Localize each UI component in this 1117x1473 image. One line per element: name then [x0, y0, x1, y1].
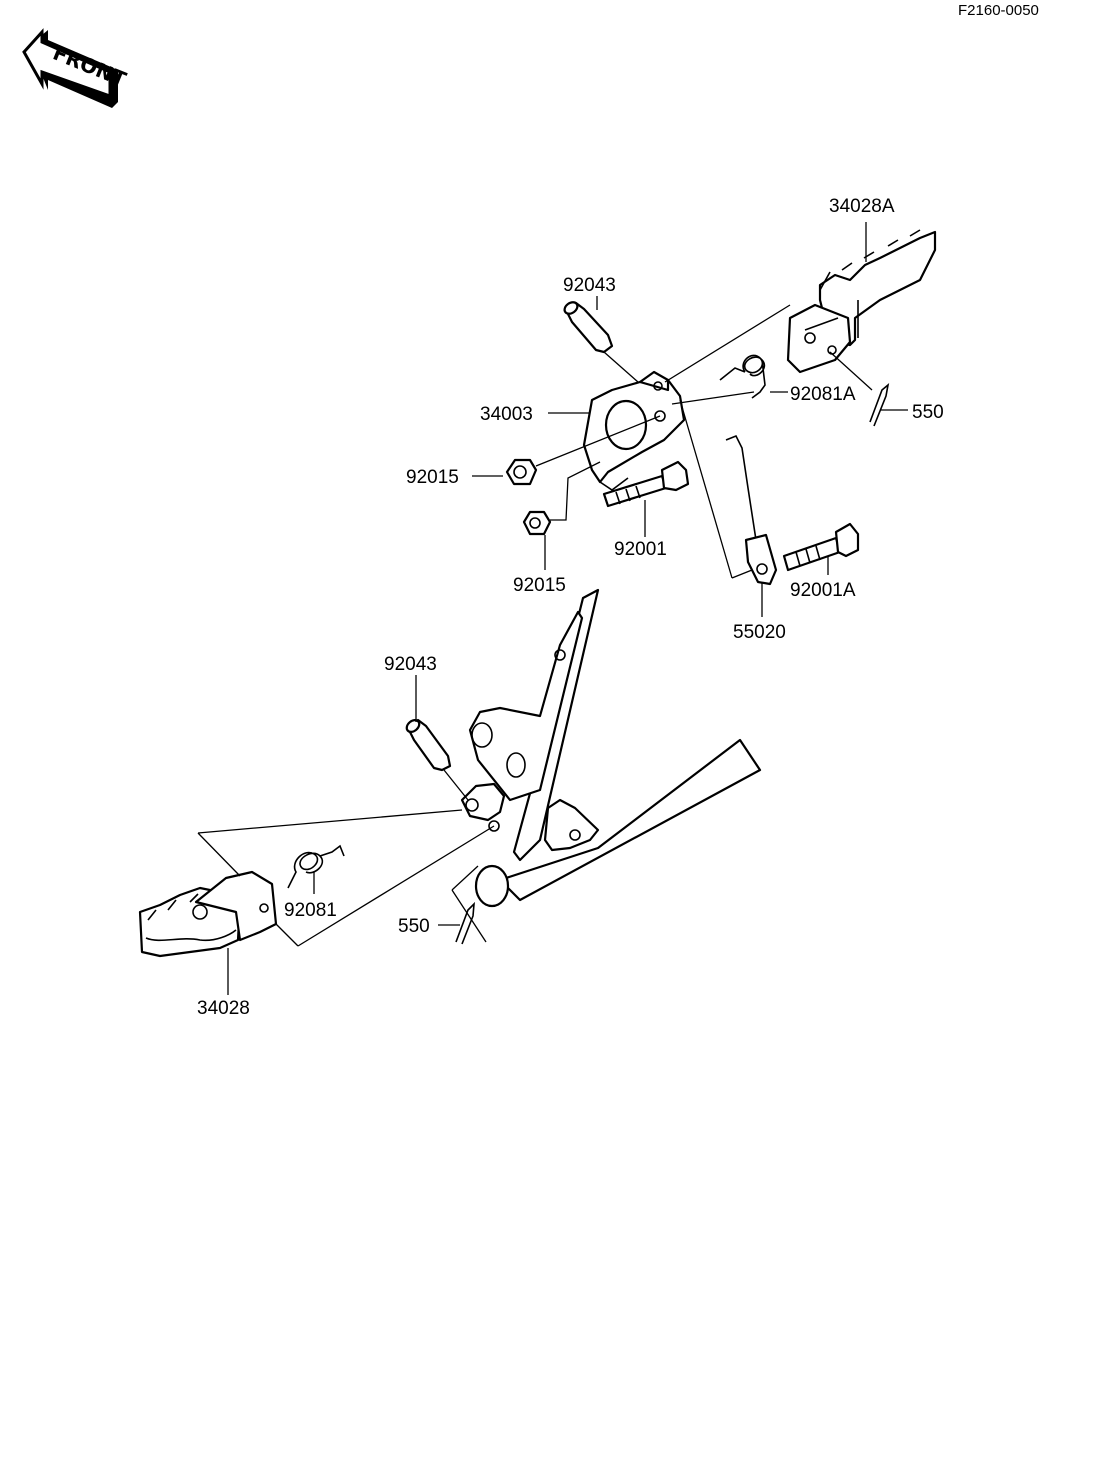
label-92081A: 92081A: [790, 384, 856, 405]
pin-92043-top: [563, 301, 614, 354]
spring-92081: [287, 844, 345, 889]
bracket-34003: [582, 370, 686, 491]
spring-rod-55020: [725, 434, 778, 586]
label-92081: 92081: [284, 900, 337, 921]
label-34003: 34003: [480, 404, 533, 425]
pin-92043-bottom: [405, 718, 452, 772]
label-92043-bottom: 92043: [384, 654, 437, 675]
footpeg-34028: [138, 870, 278, 958]
label-34028: 34028: [197, 998, 250, 1019]
nut-92015-b: [522, 510, 552, 536]
label-55020: 55020: [733, 622, 786, 643]
front-arrow-icon: FRONT: [22, 28, 130, 108]
label-92043-top: 92043: [563, 275, 616, 296]
bolt-92001: [602, 460, 690, 508]
frame: [460, 588, 762, 908]
cotter-pin-550-bottom: [455, 901, 475, 945]
cotter-pin-550-top: [869, 382, 890, 427]
label-92015-b: 92015: [513, 575, 566, 596]
diagram-code: F2160-0050: [958, 2, 1039, 19]
label-34028A: 34028A: [829, 196, 895, 217]
label-92001A: 92001A: [790, 580, 856, 601]
label-92001: 92001: [614, 539, 667, 560]
bolt-92001A: [782, 522, 860, 572]
label-550-bottom: 550: [398, 916, 430, 937]
label-92015-a: 92015: [406, 467, 459, 488]
label-550-top: 550: [912, 402, 944, 423]
spring-92081A: [719, 354, 766, 399]
footpeg-34028A: [786, 229, 937, 374]
nut-92015-a: [505, 458, 538, 486]
